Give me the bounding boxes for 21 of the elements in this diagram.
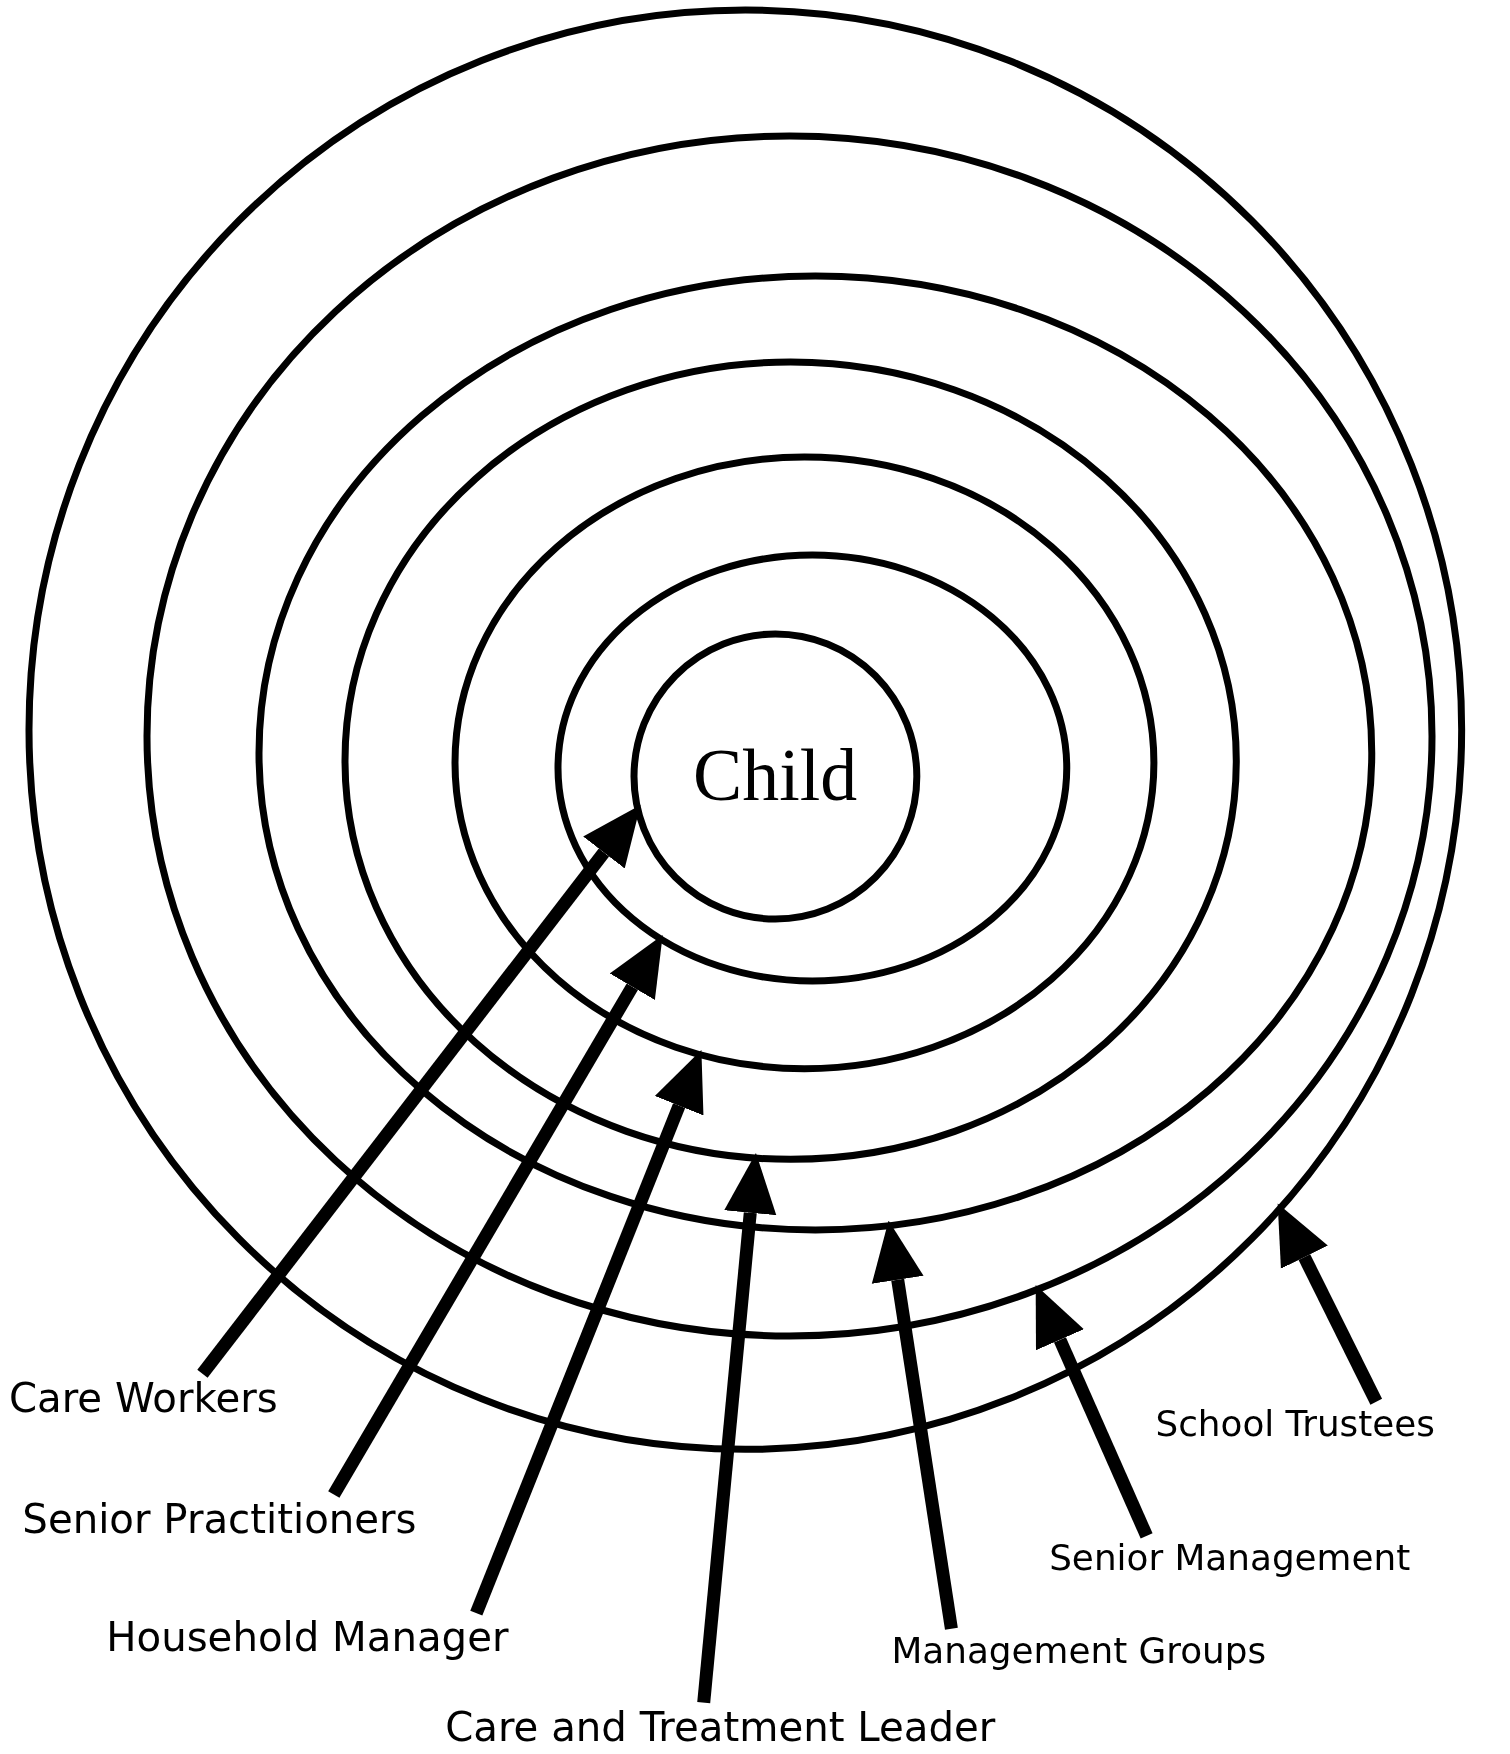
center-label: Child xyxy=(693,739,858,814)
role-label: Senior Management xyxy=(1049,1537,1411,1578)
arrow xyxy=(871,1220,958,1630)
ring-circle xyxy=(553,551,1071,986)
role-label: Senior Practitioners xyxy=(22,1496,417,1541)
ring-circle xyxy=(450,452,1158,1073)
role-label: Care and Treatment Leader xyxy=(445,1704,996,1749)
ring-circle xyxy=(629,629,921,923)
arrow xyxy=(197,804,641,1378)
arrow xyxy=(1035,1284,1153,1539)
arrow xyxy=(470,1050,704,1616)
ring-circle xyxy=(255,271,1376,1234)
ring-circle xyxy=(143,131,1437,1340)
arrow xyxy=(328,934,663,1498)
arrow xyxy=(1277,1203,1383,1405)
role-label: Household Manager xyxy=(106,1615,509,1660)
arrow xyxy=(697,1153,777,1704)
role-label: School Trustees xyxy=(1155,1403,1435,1444)
role-label: Management Groups xyxy=(891,1630,1267,1671)
ring-circle xyxy=(341,357,1241,1164)
role-label: Care Workers xyxy=(8,1375,278,1421)
